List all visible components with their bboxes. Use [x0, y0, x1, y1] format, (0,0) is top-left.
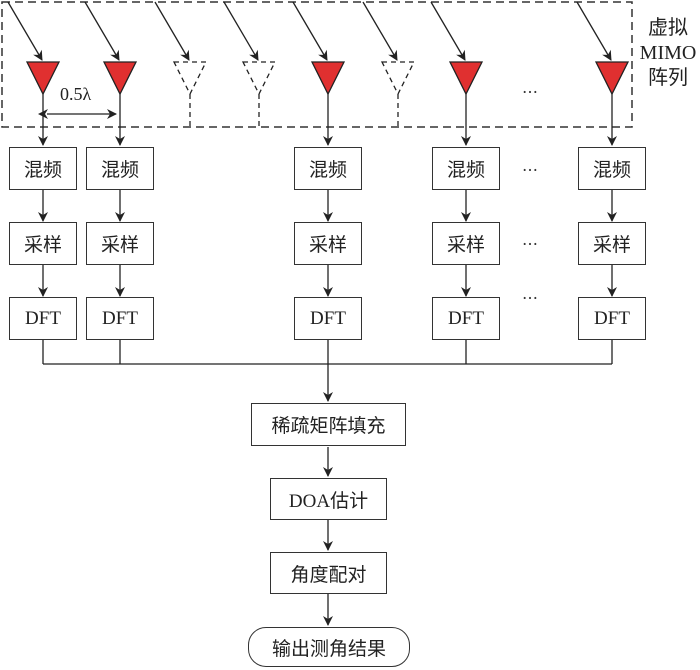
incoming-signal-arrow	[430, 1, 466, 61]
mixing-block: 混频	[578, 147, 646, 190]
sampling-block: 采样	[9, 222, 77, 265]
antenna-icon	[310, 61, 346, 96]
virtual-array-label-line2: MIMO	[639, 42, 697, 64]
angle-pairing-block: 角度配对	[270, 552, 387, 594]
antenna-icon	[448, 61, 484, 96]
sampling-block: 采样	[86, 222, 154, 265]
sparse-matrix-fill-block: 稀疏矩阵填充	[251, 403, 406, 446]
dft-block: DFT	[294, 297, 362, 340]
ellipsis-dft: …	[522, 284, 539, 303]
antenna-icon	[25, 61, 61, 96]
virtual-antenna-icon	[241, 61, 277, 96]
virtual-array-label-line3: 阵列	[648, 67, 688, 89]
dft-block: DFT	[86, 297, 154, 340]
dft-block: DFT	[9, 297, 77, 340]
mixing-block: 混频	[86, 147, 154, 190]
incoming-signal-arrow	[362, 1, 398, 61]
incoming-signal-arrow	[7, 1, 43, 61]
ellipsis-mixing: …	[522, 156, 539, 175]
virtual-array-label: 虚拟 MIMO 阵列	[636, 16, 700, 91]
incoming-signal-arrow	[292, 1, 328, 61]
sampling-block: 采样	[294, 222, 362, 265]
mixing-block: 混频	[9, 147, 77, 190]
ellipsis-sampling: …	[522, 230, 539, 249]
output-result-block: 输出测角结果	[248, 627, 410, 667]
sampling-block: 采样	[432, 222, 500, 265]
virtual-antenna-icon	[380, 61, 416, 96]
virtual-array-label-line1: 虚拟	[648, 17, 688, 39]
dft-block: DFT	[432, 297, 500, 340]
incoming-signal-arrow	[223, 1, 259, 61]
virtual-array-boundary	[1, 1, 633, 128]
antenna-icon	[594, 61, 630, 96]
mixing-block: 混频	[432, 147, 500, 190]
incoming-signal-arrow	[84, 1, 120, 61]
sampling-block: 采样	[578, 222, 646, 265]
mixing-block: 混频	[294, 147, 362, 190]
spacing-label: 0.5λ	[60, 84, 92, 104]
virtual-antenna-icon	[172, 61, 208, 96]
dft-block: DFT	[578, 297, 646, 340]
incoming-signal-arrow	[154, 1, 190, 61]
ellipsis-antenna: …	[522, 78, 539, 97]
doa-estimation-block: DOA估计	[270, 478, 387, 520]
antenna-icon	[102, 61, 138, 96]
incoming-signal-arrow	[576, 1, 612, 61]
